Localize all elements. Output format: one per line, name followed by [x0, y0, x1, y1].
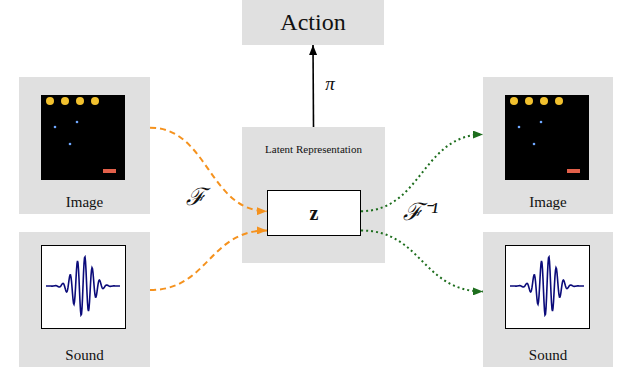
- brick: [46, 97, 54, 105]
- ball: [518, 126, 521, 129]
- paddle: [103, 169, 116, 173]
- ball: [69, 143, 72, 146]
- node-label: z: [310, 202, 319, 225]
- brick: [61, 97, 69, 105]
- decoder-arrow: [361, 230, 483, 291]
- game-screen: [505, 95, 589, 180]
- screen-background: [505, 95, 589, 180]
- node-label: Sound: [65, 347, 103, 364]
- output-panel: Sound: [483, 232, 613, 367]
- waveform: [46, 257, 120, 315]
- ball: [76, 121, 79, 124]
- mapping-symbol: ℱ⁻¹: [401, 199, 440, 225]
- ball: [54, 126, 57, 129]
- paddle: [567, 169, 580, 173]
- brick: [555, 97, 563, 105]
- input-panel: Sound: [19, 232, 150, 367]
- output-panel: Image: [483, 77, 613, 214]
- node-label: Sound: [529, 347, 567, 364]
- sound-plot: [506, 246, 590, 329]
- ball: [540, 121, 543, 124]
- brick: [91, 97, 99, 105]
- edge-label: π: [323, 74, 337, 95]
- encoder-arrow: [150, 230, 267, 290]
- brick: [76, 97, 84, 105]
- node-label: Latent Representation: [265, 143, 362, 156]
- input-panel: Image: [19, 77, 150, 214]
- plot-frame: [506, 246, 590, 329]
- game-screen: [41, 95, 125, 180]
- plot-frame: [42, 246, 126, 329]
- brick: [525, 97, 533, 105]
- latent-box: z: [267, 190, 361, 236]
- output-box: Action: [242, 0, 384, 45]
- policy-arrow: [312, 45, 314, 127]
- latent-panel: Latent Representation z: [242, 127, 385, 263]
- encoder-arrow: [150, 128, 267, 211]
- sound-plot: [42, 246, 126, 329]
- mapping-symbol: ℱ: [184, 184, 208, 210]
- node-label: Image: [529, 194, 566, 211]
- brick: [510, 97, 518, 105]
- decoder-arrow: [361, 135, 483, 212]
- node-label: Image: [66, 194, 103, 211]
- waveform: [510, 257, 584, 315]
- screen-background: [41, 95, 125, 180]
- ball: [533, 143, 536, 146]
- brick: [540, 97, 548, 105]
- node-label: Action: [280, 9, 345, 37]
